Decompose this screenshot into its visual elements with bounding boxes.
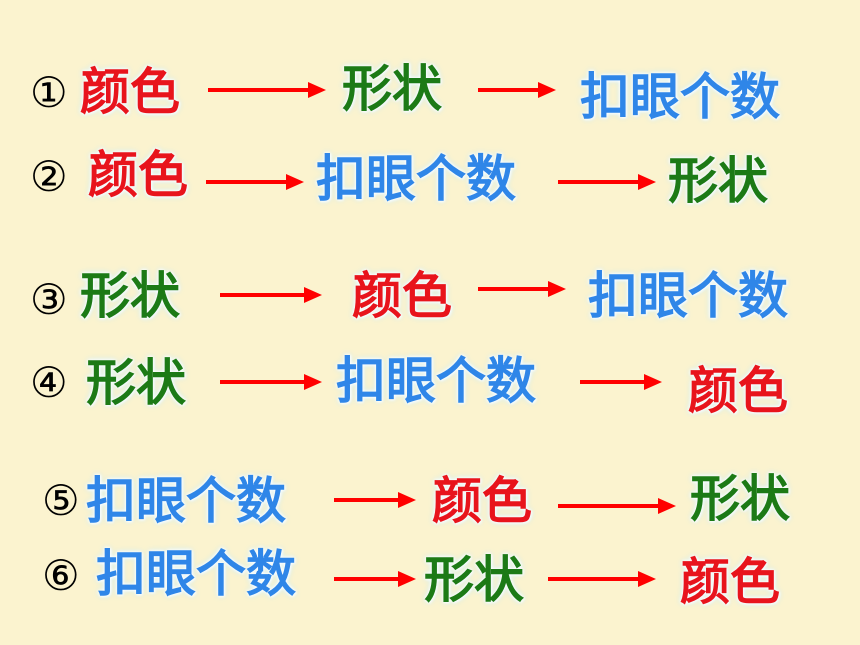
arrow-icon	[334, 569, 418, 589]
arrow-icon	[558, 496, 678, 516]
sequence-row-6: ⑥ 扣眼个数 形状 颜色	[0, 545, 860, 615]
word-shape: 形状	[424, 551, 524, 609]
arrow-icon	[206, 172, 306, 192]
word-shape: 形状	[86, 354, 186, 412]
arrow-icon	[220, 285, 324, 305]
arrow-icon	[548, 569, 658, 589]
row-number: ⑥	[42, 551, 80, 600]
word-color: 颜色	[88, 146, 188, 204]
sequence-row-2: ② 颜色 扣眼个数 形状	[0, 148, 860, 218]
word-shape: 形状	[80, 267, 180, 325]
sequence-row-4: ④ 形状 扣眼个数 颜色	[0, 352, 860, 422]
word-shape: 形状	[690, 470, 790, 528]
sequence-row-1: ① 颜色 形状 扣眼个数	[0, 62, 860, 132]
row-number: ④	[30, 358, 68, 407]
arrow-icon	[478, 80, 558, 100]
word-color: 颜色	[688, 362, 788, 420]
arrow-icon	[580, 372, 664, 392]
arrow-icon	[334, 490, 418, 510]
word-holes: 扣眼个数	[336, 352, 536, 410]
word-color: 颜色	[80, 63, 180, 121]
word-color: 颜色	[352, 267, 452, 325]
row-number: ①	[30, 68, 68, 117]
word-holes: 扣眼个数	[96, 545, 296, 603]
word-holes: 扣眼个数	[86, 472, 286, 530]
word-shape: 形状	[342, 60, 442, 118]
word-color: 颜色	[432, 472, 532, 530]
sequence-row-3: ③ 形状 颜色 扣眼个数	[0, 265, 860, 335]
row-number: ③	[30, 275, 68, 324]
arrow-icon	[478, 279, 568, 299]
word-holes: 扣眼个数	[316, 150, 516, 208]
row-number: ②	[30, 152, 68, 201]
arrow-icon	[220, 372, 324, 392]
row-number: ⑤	[42, 476, 80, 525]
word-holes: 扣眼个数	[580, 68, 780, 126]
word-shape: 形状	[668, 152, 768, 210]
arrow-icon	[558, 172, 658, 192]
word-color: 颜色	[680, 553, 780, 611]
word-holes: 扣眼个数	[588, 267, 788, 325]
sequence-row-5: ⑤ 扣眼个数 颜色 形状	[0, 470, 860, 540]
arrow-icon	[208, 80, 328, 100]
